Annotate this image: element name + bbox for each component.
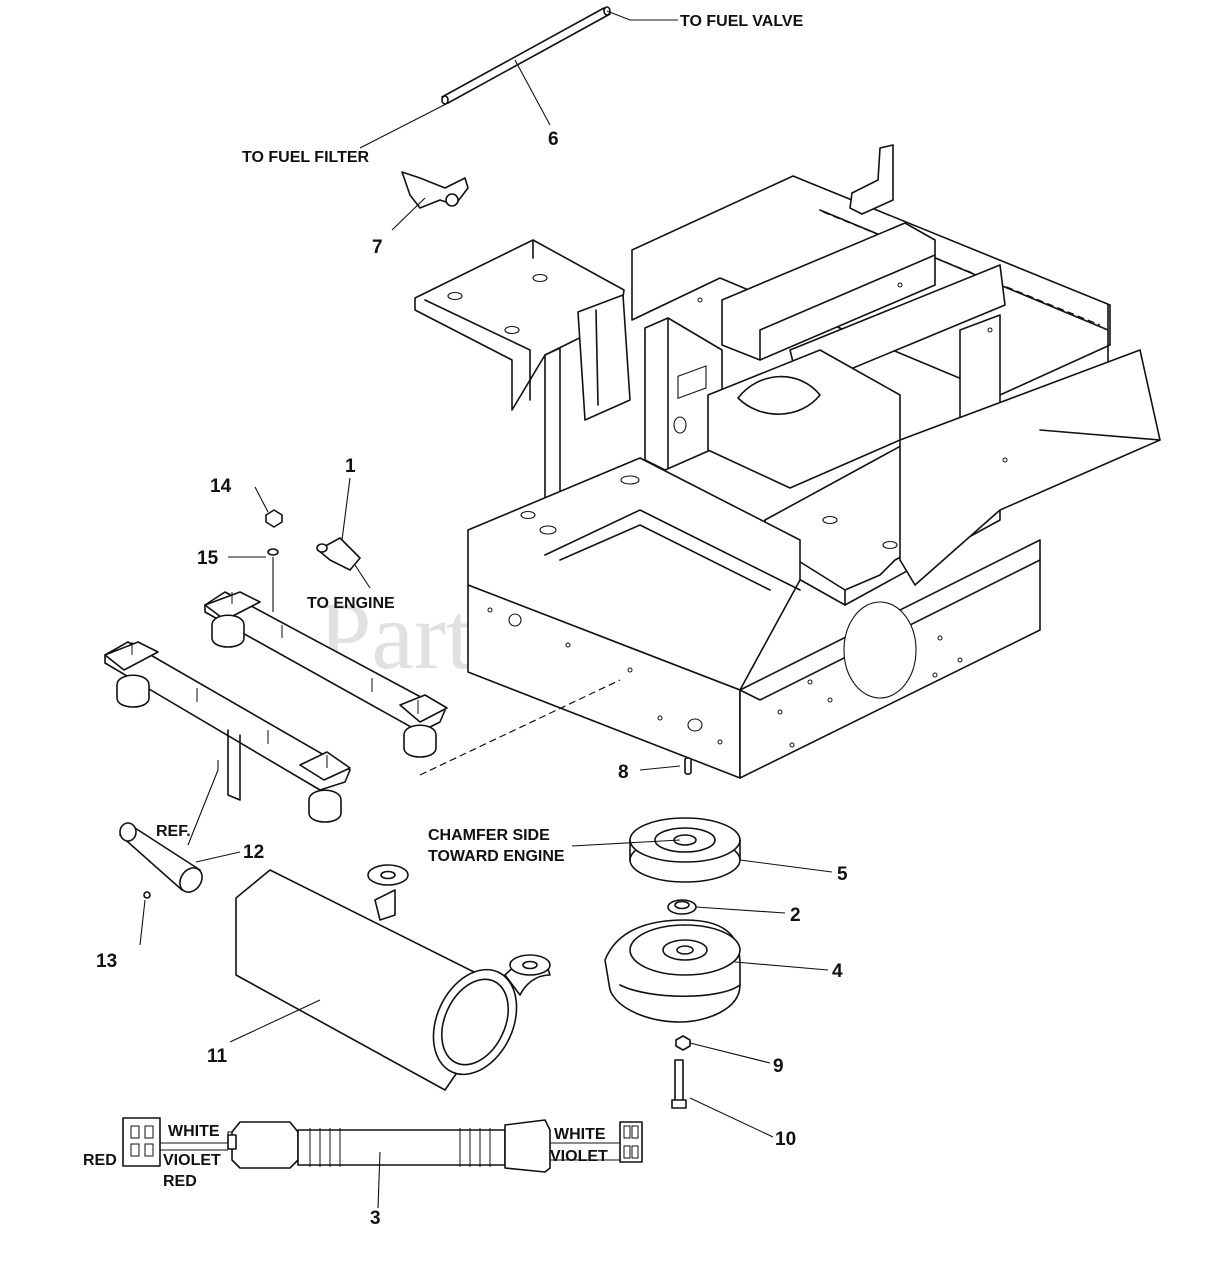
leader-lines <box>139 10 833 1209</box>
label-ref: REF. <box>156 823 191 840</box>
part-number-2: 2 <box>790 905 801 926</box>
part-number-8: 8 <box>618 762 629 783</box>
label-white-left: WHITE <box>168 1123 220 1140</box>
key-8 <box>684 757 692 775</box>
part-number-6: 6 <box>548 129 559 150</box>
nut-9 <box>675 1035 691 1051</box>
label-to-fuel-valve: TO FUEL VALVE <box>680 13 804 30</box>
label-violet-left: VIOLET <box>163 1152 221 1169</box>
label-red-bottom: RED <box>163 1173 197 1190</box>
label-white-right: WHITE <box>554 1126 606 1143</box>
part-number-5: 5 <box>837 864 848 885</box>
part-number-13: 13 <box>96 951 117 972</box>
label-chamfer-line1: CHAMFER SIDE <box>428 827 550 844</box>
frame-assembly <box>414 144 1161 779</box>
part-number-1: 1 <box>345 456 356 477</box>
wire-harness-3 <box>122 1117 643 1173</box>
fuel-valve-7 <box>401 171 469 209</box>
pulley-5 <box>629 817 741 883</box>
bolt-14 <box>265 509 283 612</box>
engine-mount-brackets <box>104 591 448 823</box>
label-to-fuel-filter: TO FUEL FILTER <box>242 149 370 166</box>
screw-13 <box>143 891 151 899</box>
label-chamfer-line2: TOWARD ENGINE <box>428 848 565 865</box>
muffler-11 <box>235 864 551 1091</box>
part-number-labels: 1 2 3 4 5 6 7 8 9 10 11 12 13 14 15 <box>96 129 848 1229</box>
part-number-14: 14 <box>210 476 232 497</box>
part-number-3: 3 <box>370 1208 381 1229</box>
part-number-12: 12 <box>243 842 264 863</box>
spacer-2 <box>667 899 697 915</box>
fuel-line-6 <box>441 6 611 105</box>
exhaust-pipe-12 <box>119 822 203 893</box>
label-red-left: RED <box>83 1152 117 1169</box>
pto-clutch-4 <box>604 919 741 1023</box>
bolt-10 <box>671 1059 687 1109</box>
part-number-11: 11 <box>207 1046 228 1067</box>
part-number-10: 10 <box>775 1129 796 1150</box>
label-violet-right: VIOLET <box>550 1148 608 1165</box>
callout-labels: TO FUEL VALVE TO FUEL FILTER TO ENGINE R… <box>83 13 804 1190</box>
part-number-4: 4 <box>832 961 843 982</box>
part-number-15: 15 <box>197 548 219 569</box>
part-number-9: 9 <box>773 1056 784 1077</box>
label-to-engine: TO ENGINE <box>307 595 395 612</box>
part-number-7: 7 <box>372 237 383 258</box>
sensor-1 <box>316 537 361 571</box>
